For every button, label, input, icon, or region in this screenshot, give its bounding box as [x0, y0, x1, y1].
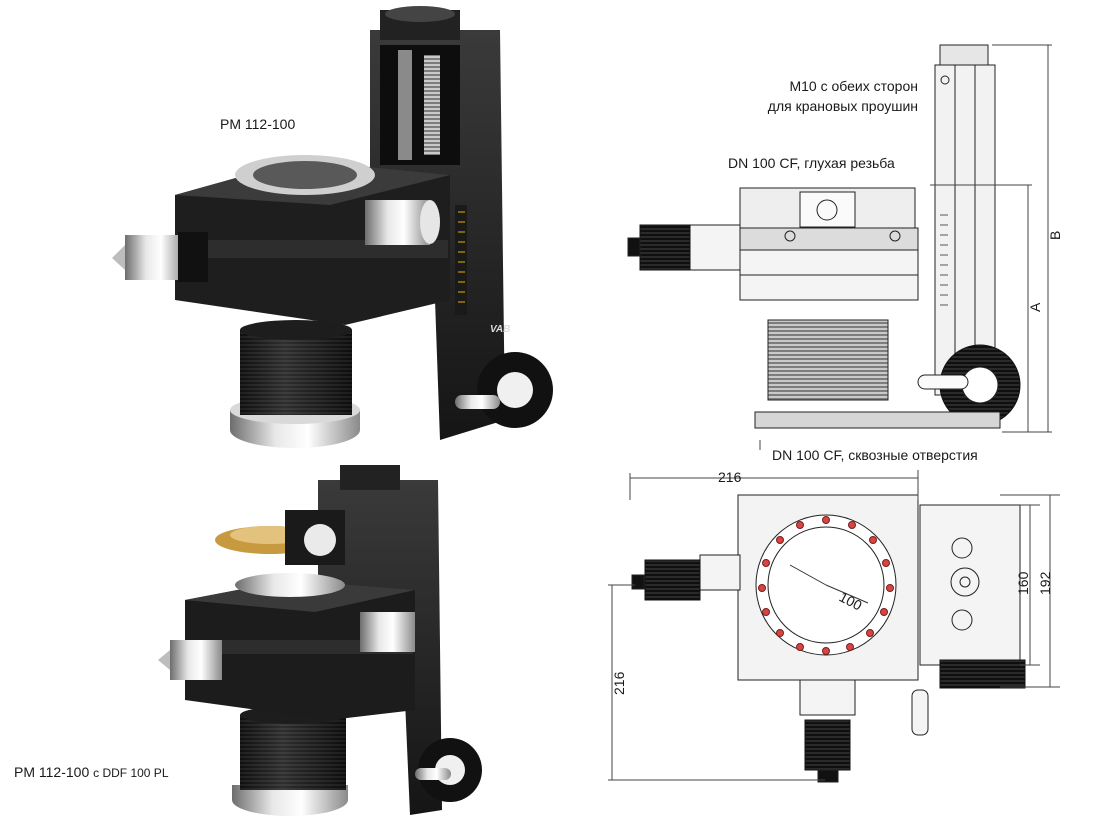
- product-label-bottom-suffix: с DDF 100 PL: [93, 766, 169, 780]
- logo-top: VAB: [490, 324, 510, 335]
- dim-216-vertical: 216: [611, 671, 627, 695]
- m10-note-line1: M10 с обеих сторон: [789, 78, 918, 94]
- top-view-drawing: [608, 470, 1060, 783]
- side-view-drawing: [627, 44, 1052, 450]
- top-flange-note: DN 100 CF, глухая резьба: [728, 155, 895, 171]
- product-label-bottom: PM 112-100 с DDF 100 PL: [14, 764, 169, 780]
- dim-b-label: B: [1047, 231, 1063, 240]
- bottom-flange-note: DN 100 CF, сквозные отверстия: [772, 447, 978, 463]
- dim-160: 160: [1015, 571, 1031, 595]
- dim-a-label: A: [1027, 302, 1043, 312]
- product-label-bottom-main: PM 112-100: [14, 764, 90, 780]
- manipulator-top-photo: VAB: [112, 6, 553, 448]
- m10-note-line2: для крановых проушин: [767, 98, 918, 114]
- dim-216-horizontal: 216: [718, 469, 742, 485]
- product-label-top: PM 112-100: [220, 116, 296, 132]
- manipulator-bottom-photo: [158, 465, 482, 816]
- dim-192: 192: [1037, 571, 1053, 595]
